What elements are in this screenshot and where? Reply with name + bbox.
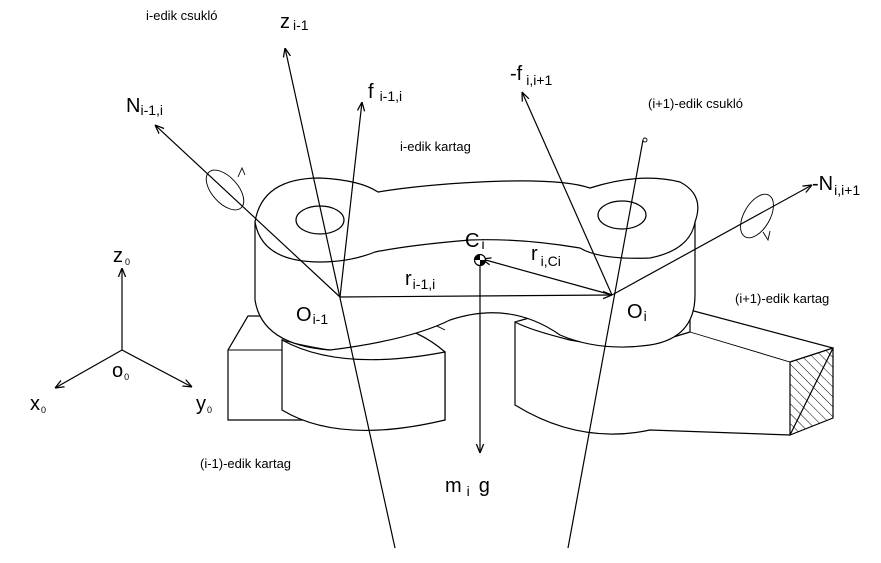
y0-label: y0 <box>196 393 212 415</box>
moment-N-next-arrow <box>611 185 812 296</box>
r-prev-arrow <box>339 295 612 297</box>
joint-i-label: i-edik csukló <box>146 8 218 23</box>
r-C-arrow <box>482 259 613 296</box>
moment-N-prev-arrow <box>155 125 341 298</box>
joint-hole-right <box>597 200 647 230</box>
center-of-mass-marker <box>473 253 487 267</box>
link-i-minus-1-label: (i-1)-edik kartag <box>200 456 291 471</box>
x0-label: x0 <box>30 393 46 415</box>
link-i-plus-1-label: (i+1)-edik kartag <box>735 291 829 306</box>
force-f-prev-arrow <box>339 102 362 298</box>
rotation-symbol-left <box>205 166 246 211</box>
link-i-label: i-edik kartag <box>400 139 471 154</box>
O-i-label: Oi <box>627 301 647 324</box>
link-i-minus-1-body <box>227 315 446 432</box>
r-prev-label: ri-1,i <box>405 268 435 292</box>
N-next-label: -Ni,i+1 <box>812 173 860 198</box>
N-prev-label: Ni-1,i <box>126 95 163 118</box>
O-prev-label: Oi-1 <box>296 304 328 327</box>
joint-axis-i-plus-1 <box>567 139 644 549</box>
hatched-section <box>789 347 834 436</box>
o0-label: o0 <box>112 360 129 382</box>
force-f-next-arrow <box>522 92 613 296</box>
base-frame <box>55 268 192 388</box>
joint-hole-left <box>295 205 345 235</box>
link-i-body <box>254 177 699 351</box>
joint-axis-i-minus-1 <box>285 48 396 549</box>
rotation-symbol-right <box>740 193 774 242</box>
joint-i-plus-1-label: (i+1)-edik csukló <box>648 96 743 111</box>
